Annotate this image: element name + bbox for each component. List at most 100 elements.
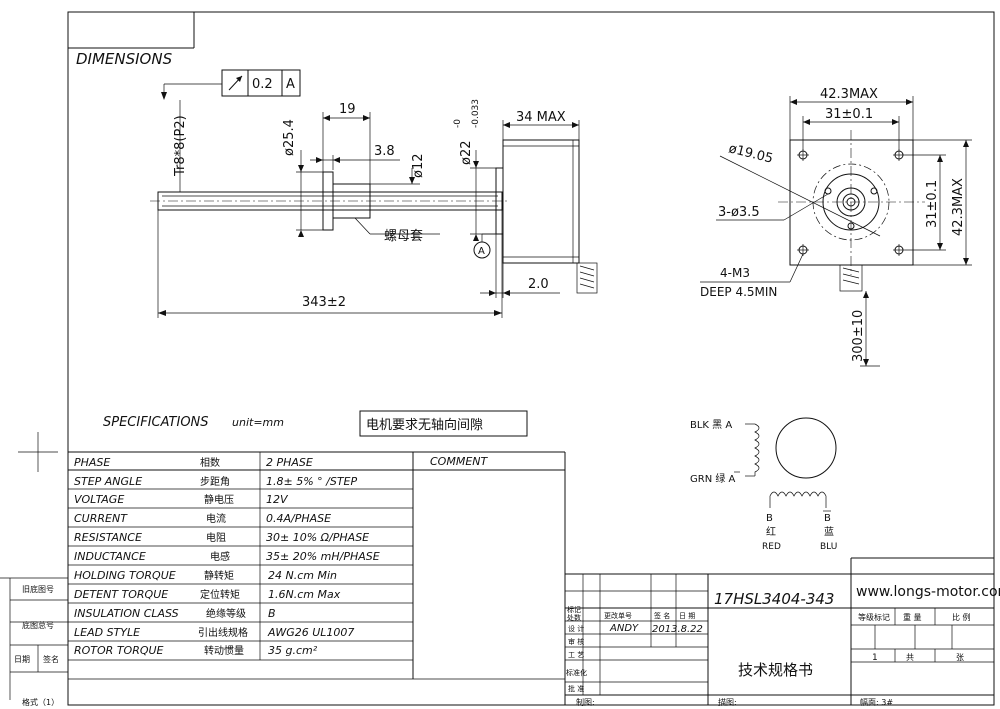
motor-symbol	[775, 417, 837, 479]
spec-row-value: 1.6N.cm Max	[268, 588, 341, 601]
tolerance-datum: A	[286, 77, 295, 92]
footer-tracer: 描图:	[718, 697, 737, 707]
spec-row-name: RESISTANCE	[74, 531, 142, 544]
spec-row-cn: 步距角	[200, 476, 230, 488]
title-block-grid	[565, 557, 994, 705]
comment-header: COMMENT	[430, 455, 488, 468]
rev-header-date: 日 期	[679, 612, 695, 620]
dim-lead-length: 300±10	[851, 310, 866, 362]
spec-row-name: STEP ANGLE	[74, 475, 142, 488]
dim-hole-pitch-h: 31±0.1	[925, 180, 940, 228]
sheet-total-label: 共	[906, 653, 914, 662]
spec-row: INSULATION CLASS 绝缘等级 B	[74, 607, 276, 620]
datum-a: A	[473, 233, 496, 259]
website: www.longs-motor.com	[856, 584, 1000, 600]
spec-row-cn: 静转矩	[204, 569, 234, 582]
spec-row: PHASE 相数 2 PHASE	[74, 456, 313, 469]
role-review: 审 核	[568, 637, 584, 646]
motor-body	[502, 139, 580, 264]
footer-format: 幅面: 3#	[860, 697, 893, 707]
sheet-border	[0, 11, 995, 706]
axial-play-note-box	[359, 410, 528, 437]
hub-boss	[822, 173, 880, 231]
spec-row: DETENT TORQUE 定位转矩 1.6N.cm Max	[74, 588, 341, 601]
small-hole	[824, 187, 832, 195]
tapped-holes-note: 4-M3	[720, 266, 750, 280]
dim-body-length: 34 MAX	[516, 110, 566, 125]
dim-pilot-length: 2.0	[528, 277, 549, 292]
wire-bbar-en: BLU	[820, 542, 837, 552]
info-scale: 比 例	[952, 612, 971, 622]
runout-tolerance-frame: 0.2 A	[161, 69, 301, 100]
spec-row-value: AWG26 UL1007	[267, 626, 354, 639]
tolerance-value: 0.2	[252, 77, 273, 92]
dim-total-length: 343±2	[302, 295, 346, 310]
sheet-count: 1	[872, 653, 878, 663]
spec-row: HOLDING TORQUE 静转矩 24 N.cm Min	[74, 569, 337, 582]
front-view: 343±2 34 MAX 2.0 19 3.8 ø25.4 ø12	[150, 69, 598, 318]
spec-row: VOLTAGE 静电压 12V	[74, 493, 289, 506]
spec-row-value: 24 N.cm Min	[268, 569, 337, 582]
spec-row-cn: 电流	[206, 512, 226, 525]
tapped-holes-depth: DEEP 4.5MIN	[700, 285, 777, 299]
spec-row: STEP ANGLE 步距角 1.8± 5% ° /STEP	[74, 475, 358, 488]
thread-spec: Tr8*8(P2)	[173, 115, 188, 177]
spec-row-cn: 电阻	[206, 531, 226, 544]
spec-row-cn: 相数	[200, 456, 220, 469]
nut-body	[332, 183, 371, 219]
role-design: 设 计	[568, 624, 584, 633]
spec-row-cn: 引出线规格	[198, 626, 248, 639]
design-date: 2013.8.22	[652, 624, 703, 635]
wiring-diagram: BLK 黑 A GRN 绿 A B 红 RED B 蓝 BLU	[690, 417, 837, 552]
dim-pilot-diameter: ø22	[459, 141, 474, 166]
side-lead-wires	[839, 264, 863, 292]
role-approve: 批 准	[568, 684, 584, 693]
wire-bbar-cn: 蓝	[824, 526, 834, 538]
spec-row-cn: 电感	[210, 550, 230, 563]
dim-nut-bore: ø12	[411, 154, 426, 179]
margin-format: 格式（1）	[22, 697, 59, 707]
spec-row-value: 1.8± 5% ° /STEP	[266, 475, 358, 488]
side-view: 42.3MAX 31±0.1 31±0.1 42.3MAX ø19.05 3-ø…	[700, 87, 972, 367]
spec-row-value: 0.4A/PHASE	[266, 512, 331, 525]
document-title: 技术规格书	[738, 661, 813, 679]
spec-row-value: 2 PHASE	[266, 456, 313, 469]
motor-face	[789, 139, 914, 266]
wire-a-label: BLK 黑 A	[690, 419, 732, 431]
wire-b-letter: B	[766, 513, 773, 524]
spec-row-name: VOLTAGE	[74, 493, 124, 506]
spec-row-value: 30± 10% Ω/PHASE	[266, 531, 369, 544]
role-standard: 标准化	[566, 668, 587, 677]
spec-row-cn: 静电压	[204, 493, 234, 506]
margin-signature: 签名	[43, 654, 59, 664]
designer-name: ANDY	[609, 623, 639, 634]
sheet-unit-label: 张	[956, 653, 964, 662]
spec-row-name: CURRENT	[74, 512, 128, 525]
nut-sleeve-note: 螺母套	[384, 228, 423, 244]
dim-pilot-tol-upper: -0	[453, 119, 463, 128]
spec-row-cn: 转动惯量	[204, 644, 244, 657]
model-number: 17HSL3404-343	[714, 590, 834, 608]
spec-row-name: INDUCTANCE	[74, 550, 146, 563]
dim-pilot-tol-lower: -0.033	[471, 99, 481, 128]
dim-hole-pitch-w: 31±0.1	[825, 107, 873, 122]
margin-old-drawing-no: 旧底图号	[22, 584, 54, 594]
spec-row: LEAD STYLE 引出线规格 AWG26 UL1007	[74, 626, 354, 639]
spec-row-name: PHASE	[74, 456, 110, 469]
role-process: 工 艺	[568, 651, 584, 659]
dim-height-max: 42.3MAX	[951, 178, 966, 236]
info-grade: 等级标记	[858, 612, 890, 622]
spec-row-name: HOLDING TORQUE	[74, 569, 176, 582]
spec-row-cn: 绝缘等级	[206, 607, 246, 620]
specs-title: SPECIFICATIONS	[103, 415, 209, 430]
small-hole	[847, 222, 855, 230]
dim-width-max: 42.3MAX	[820, 87, 878, 102]
dim-nut-step: 3.8	[374, 144, 395, 159]
margin-base-drawing-no: 底图总号	[22, 620, 54, 630]
rev-header-change-no: 更改单号	[604, 611, 632, 620]
spec-row-cn: 定位转矩	[200, 588, 240, 601]
dim-nut-length: 19	[339, 102, 356, 117]
spec-row: ROTOR TORQUE 转动惯量 35 g.cm²	[74, 644, 318, 657]
dimensions-title: DIMENSIONS	[76, 50, 173, 68]
